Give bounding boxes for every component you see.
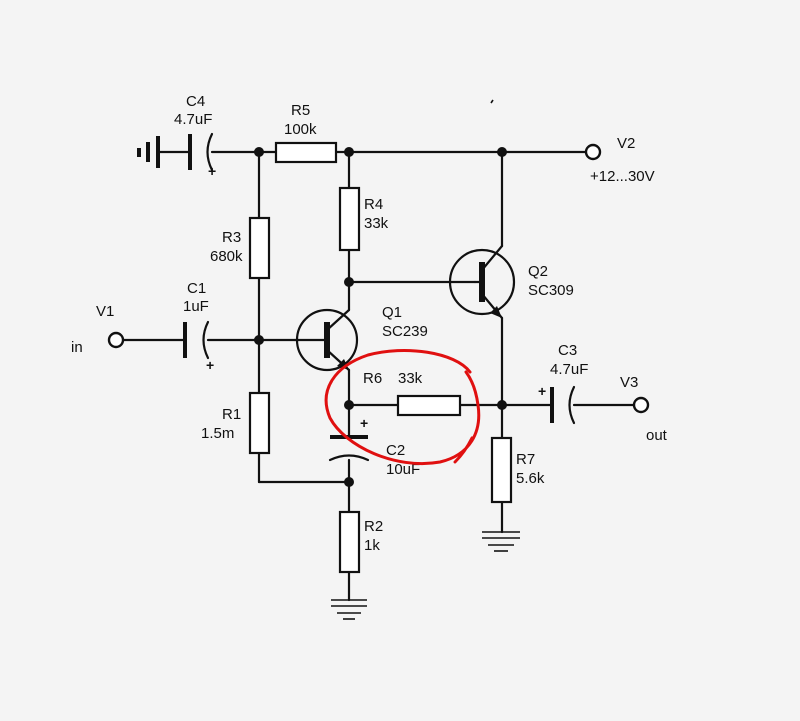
c4-capacitor: + C4 4.7uF: [174, 93, 216, 179]
c3-value: 4.7uF: [550, 361, 588, 378]
r1-resistor: R1 1.5m: [201, 391, 271, 455]
v2-name: V2: [617, 135, 635, 152]
c1-polarity: +: [206, 357, 214, 373]
c4-polarity: +: [208, 163, 216, 179]
c3-capacitor: + C3 4.7uF: [538, 342, 588, 425]
v2-terminal: V2 +12...30V: [584, 135, 655, 185]
v1-name: V1: [96, 303, 114, 320]
v2-label: +12...30V: [590, 168, 655, 185]
red-circle-annotation: [324, 349, 481, 465]
r4-name: R4: [364, 196, 383, 213]
r3-name: R3: [222, 229, 241, 246]
r6-resistor: R6 33k: [363, 370, 462, 417]
speck-mark: [490, 99, 494, 104]
r6-value: 33k: [398, 370, 423, 387]
q1-name: Q1: [382, 304, 402, 321]
v1-label: in: [71, 339, 83, 356]
v3-terminal: V3 out: [620, 374, 668, 444]
r7-value: 5.6k: [516, 470, 545, 487]
c4-name: C4: [186, 93, 205, 110]
r2-ground-symbol: [331, 599, 367, 620]
junction-dots: [254, 147, 507, 487]
r6-name: R6: [363, 370, 382, 387]
r2-resistor: R2 1k: [338, 510, 383, 574]
r3-resistor: R3 680k: [210, 216, 271, 280]
r1-name: R1: [222, 406, 241, 423]
r5-name: R5: [291, 102, 310, 119]
q2-transistor: Q2 SC309: [448, 244, 574, 320]
c2-polarity: +: [360, 415, 368, 431]
r4-value: 33k: [364, 215, 389, 232]
r7-ground-symbol: [482, 531, 520, 552]
q1-value: SC239: [382, 323, 428, 340]
v1-terminal: V1 in: [71, 303, 125, 356]
c4-ground-symbol: [137, 136, 160, 168]
c2-capacitor: + C2 10uF: [328, 415, 420, 478]
v3-name: V3: [620, 374, 638, 391]
r3-value: 680k: [210, 248, 243, 265]
v3-label: out: [646, 427, 668, 444]
r4-resistor: R4 33k: [338, 186, 389, 252]
c3-polarity: +: [538, 383, 546, 399]
c1-value: 1uF: [183, 298, 209, 315]
c2-value: 10uF: [386, 461, 420, 478]
r7-resistor: R7 5.6k: [490, 436, 545, 504]
c4-value: 4.7uF: [174, 111, 212, 128]
q2-value: SC309: [528, 282, 574, 299]
r2-value: 1k: [364, 537, 380, 554]
r2-name: R2: [364, 518, 383, 535]
q1-transistor: Q1 SC239: [293, 304, 428, 372]
r1-value: 1.5m: [201, 425, 234, 442]
r5-resistor: R5 100k: [274, 102, 338, 164]
r7-name: R7: [516, 451, 535, 468]
r5-value: 100k: [284, 121, 317, 138]
c3-name: C3: [558, 342, 577, 359]
q2-name: Q2: [528, 263, 548, 280]
c1-capacitor: + C1 1uF: [183, 280, 214, 373]
c2-name: C2: [386, 442, 405, 459]
c1-name: C1: [187, 280, 206, 297]
